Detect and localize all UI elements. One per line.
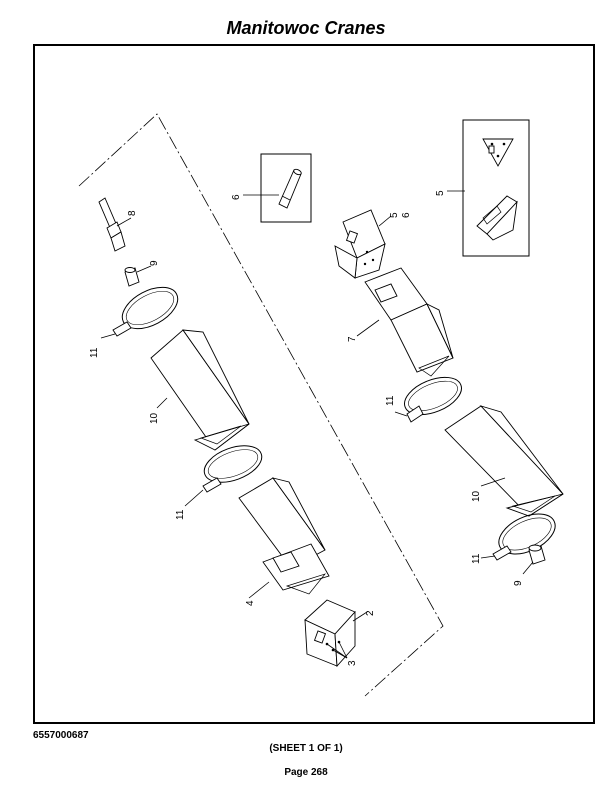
drawing-frame: 8 9 11 10 11 4 2 3 6 5 6 5 7 11 10 11 9 (33, 44, 595, 724)
part-4-sleeve (238, 477, 330, 599)
callout-6-box: 6 (231, 194, 242, 200)
page-number: Page 268 (284, 767, 328, 778)
part-9-bushing-lower (522, 544, 546, 575)
part-11-loop-c (394, 376, 462, 423)
callout-5-tip: 5 (389, 212, 400, 218)
part-10-tube-left (150, 329, 250, 451)
sheet-label: (SHEET 1 OF 1) (269, 743, 343, 754)
callout-2: 2 (365, 610, 376, 616)
callout-11-c: 11 (385, 395, 396, 406)
part-11-loop-b (184, 445, 263, 507)
callout-4: 4 (245, 600, 256, 606)
callout-9-upper: 9 (149, 260, 160, 266)
detail-box-5 (447, 119, 530, 257)
assembly-outline (78, 113, 444, 697)
part-7-sleeve (356, 267, 454, 377)
callout-9-lower: 9 (513, 580, 524, 586)
part-2-end-bracket (304, 599, 368, 668)
detail-box-6 (243, 153, 312, 223)
callout-7: 7 (347, 336, 358, 342)
part-10-tube-right (444, 405, 564, 517)
callout-10-right: 10 (471, 490, 482, 502)
part-11-loop-a (100, 286, 179, 339)
callout-6-tip: 6 (401, 212, 412, 218)
callout-10-left: 10 (149, 412, 160, 424)
callout-11-b: 11 (175, 509, 186, 520)
part-11-loop-d (480, 513, 556, 561)
callout-5-box: 5 (435, 190, 446, 196)
callout-8: 8 (127, 210, 138, 216)
callout-11-a: 11 (89, 347, 100, 358)
exploded-parts-diagram: 8 9 11 10 11 4 2 3 6 5 6 5 7 11 10 11 9 (78, 113, 564, 697)
callout-3: 3 (347, 660, 358, 666)
drawing-number: 6557000687 (33, 730, 89, 741)
part-9-bushing-upper (124, 265, 152, 287)
part-5-6-top-bracket (334, 209, 392, 279)
part-8-bolt (98, 197, 132, 252)
page-title: Manitowoc Cranes (226, 18, 386, 38)
callout-11-d: 11 (471, 553, 482, 564)
